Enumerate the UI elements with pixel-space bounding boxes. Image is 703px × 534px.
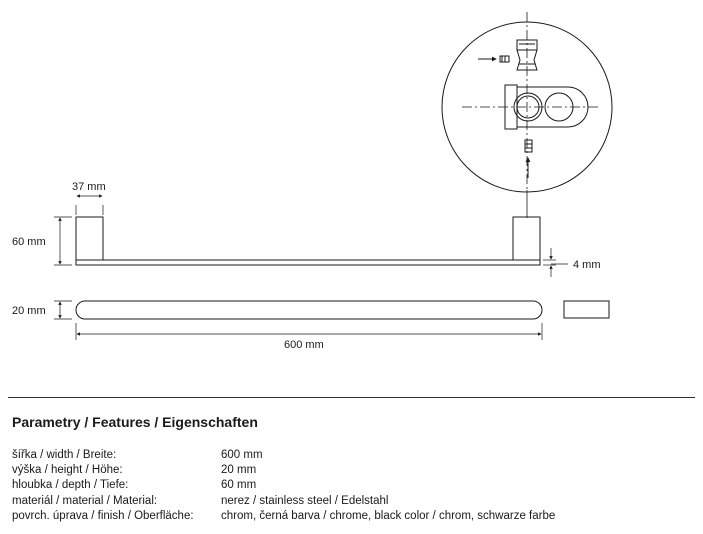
left-post [75,216,104,261]
dim-thickness: 4 mm [543,248,601,277]
dim-label-thickness: 4 mm [573,259,601,271]
anchor-part [516,39,538,71]
spec-label: hloubka / depth / Tiefe: [12,479,129,491]
dim-label-height: 60 mm [12,236,46,248]
spec-label: povrch. úprava / finish / Oberfläche: [12,510,194,522]
dim-label-length: 600 mm [284,339,324,351]
spec-value: 20 mm [221,464,257,476]
end-profile [563,300,610,319]
front-view [75,216,541,266]
spec-label: výška / height / Höhe: [12,464,123,476]
dim-label-bar-height: 20 mm [12,305,46,317]
dim-bar-height: 20 mm [12,300,72,320]
screw-bottom [524,139,533,153]
bracket-part [504,84,589,130]
spec-label: materiál / material / Material: [12,495,158,507]
technical-drawing: 37 mm 60 mm 4 mm 20 mm 600 mm [12,12,613,351]
bar-front [75,259,541,266]
dim-top-width: 37 mm [72,181,106,215]
spec-value: 60 mm [221,479,257,491]
right-post [512,216,541,261]
bar-top [75,300,543,320]
dim-label-top-width: 37 mm [72,181,106,193]
screw-left [499,55,510,63]
spec-value: nerez / stainless steel / Edelstahl [221,495,389,507]
mounting-detail [441,12,613,193]
dim-length: 600 mm [75,323,543,351]
top-view [75,300,610,320]
spec-value: chrom, černá barva / chrome, black color… [221,510,556,522]
dim-height: 60 mm [12,216,72,266]
features-heading: Parametry / Features / Eigenschaften [12,414,258,430]
section-divider [8,397,695,398]
spec-label: šířka / width / Breite: [12,449,117,461]
spec-value: 600 mm [221,449,263,461]
